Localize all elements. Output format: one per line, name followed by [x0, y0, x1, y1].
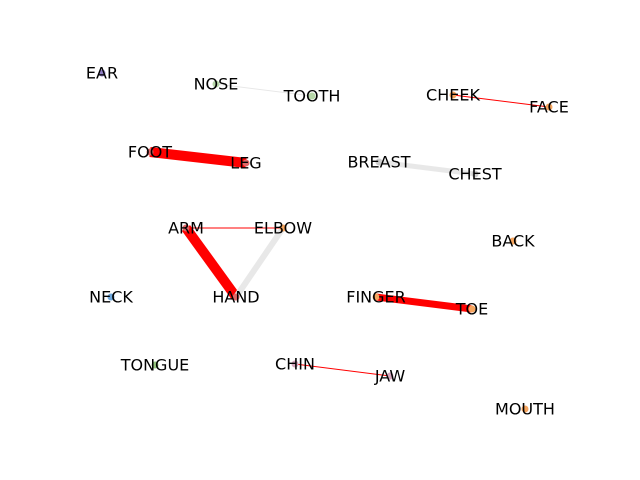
- edge-finger-toe: [375, 293, 473, 313]
- node-tooth: [308, 92, 316, 100]
- node-mouth: [521, 405, 529, 413]
- node-label-face: FACE: [529, 98, 569, 117]
- node-label-tongue: TONGUE: [120, 356, 190, 375]
- node-finger: [372, 293, 380, 301]
- edge-breast-chest: [378, 159, 476, 177]
- node-breast: [375, 158, 383, 166]
- node-label-cheek: CHEEK: [426, 86, 480, 105]
- edge-arm-hand: [181, 225, 241, 300]
- node-back: [509, 237, 517, 245]
- node-hand: [232, 293, 240, 301]
- node-label-back: BACK: [491, 232, 535, 251]
- node-label-foot: FOOT: [128, 143, 172, 162]
- nodes-layer: [98, 69, 553, 413]
- node-chest: [471, 170, 479, 178]
- edge-elbow-hand: [233, 226, 286, 299]
- node-leg: [242, 159, 250, 167]
- node-label-arm: ARM: [168, 219, 204, 238]
- node-arm: [182, 224, 190, 232]
- node-label-jaw: JAW: [374, 367, 406, 386]
- node-jaw: [386, 372, 394, 380]
- edge-nose-tooth: [215, 83, 313, 97]
- node-label-breast: BREAST: [347, 153, 410, 172]
- node-label-leg: LEG: [230, 154, 261, 173]
- node-label-toe: TOE: [455, 300, 488, 319]
- edge-foot-leg: [149, 147, 247, 168]
- node-label-neck: NECK: [89, 288, 133, 307]
- node-label-finger: FINGER: [346, 288, 406, 307]
- node-label-tooth: TOOTH: [283, 87, 341, 106]
- node-label-ear: EAR: [86, 64, 118, 83]
- edges-layer: [149, 83, 550, 377]
- labels-layer: EAR NOSE TOOTH CHEEK FACE FOOT LEG BREAST CHEST A…: [86, 64, 569, 419]
- node-tongue: [151, 361, 159, 369]
- node-label-elbow: ELBOW: [254, 219, 312, 238]
- node-elbow: [279, 224, 287, 232]
- node-neck: [107, 293, 115, 301]
- edge-cheek-face: [452, 94, 550, 108]
- node-label-chest: CHEST: [448, 165, 501, 184]
- node-face: [545, 103, 553, 111]
- node-label-mouth: MOUTH: [495, 400, 555, 419]
- node-cheek: [449, 91, 457, 99]
- node-chin: [291, 360, 299, 368]
- node-foot: [146, 148, 154, 156]
- node-ear: [98, 69, 106, 77]
- node-nose: [212, 80, 220, 88]
- node-toe: [468, 305, 476, 313]
- node-label-hand: HAND: [212, 288, 259, 307]
- node-label-chin: CHIN: [275, 355, 315, 374]
- edge-chin-jaw: [294, 363, 391, 377]
- node-label-nose: NOSE: [194, 75, 239, 94]
